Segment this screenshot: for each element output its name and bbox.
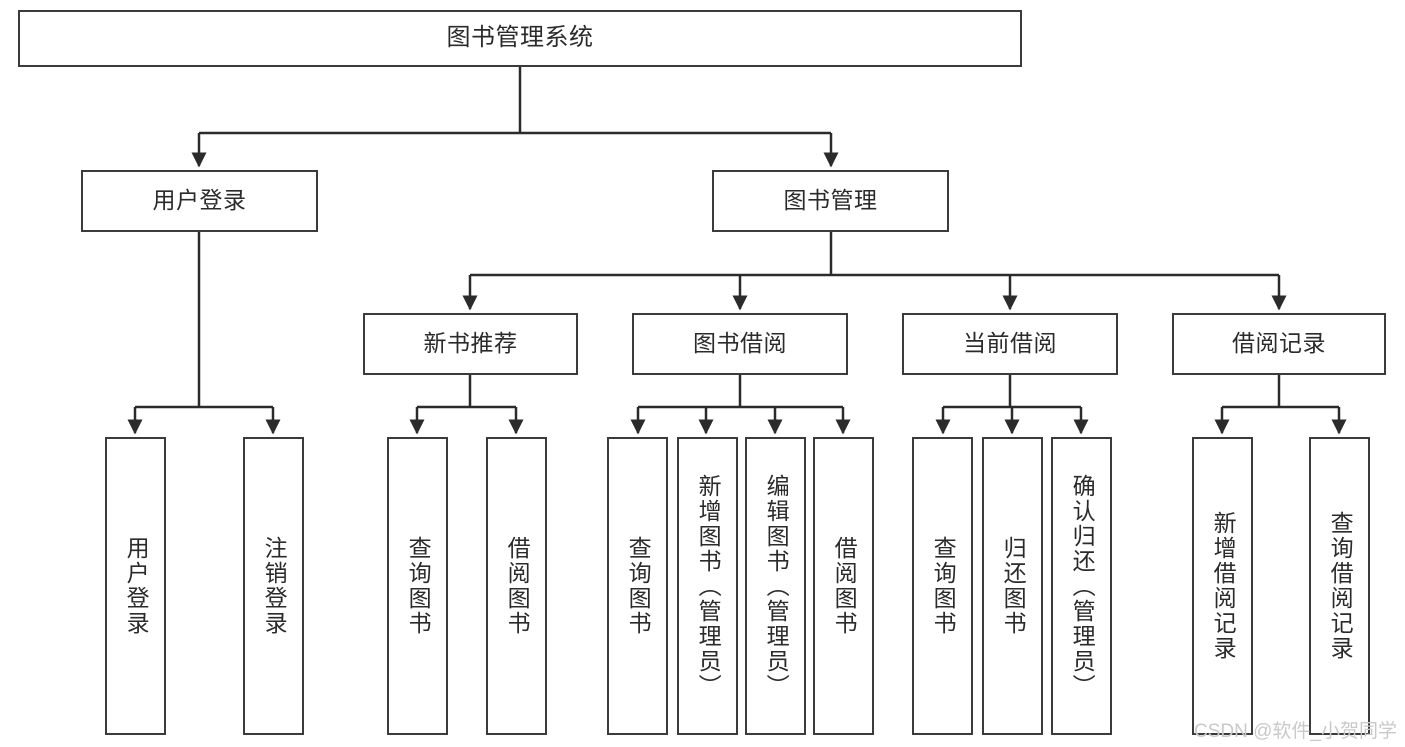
node-leaf-label: 查询图书 (405, 536, 432, 636)
node-leaf-label: 编辑图书（管理员） (763, 473, 790, 699)
node-root-book-management-system[interactable]: 图书管理系统 (18, 10, 1022, 67)
node-leaf-label: 用户登录 (123, 536, 150, 636)
node-book-management[interactable]: 图书管理 (712, 170, 949, 232)
node-current-borrow-label: 当前借阅 (963, 330, 1057, 357)
node-root-label: 图书管理系统 (446, 24, 594, 52)
node-leaf-book-borrow-query[interactable]: 查询图书 (607, 437, 668, 735)
node-leaf-label: 新增图书（管理员） (695, 473, 722, 699)
node-leaf-label: 确认归还（管理员） (1069, 473, 1096, 699)
node-new-book-recommend-label: 新书推荐 (423, 330, 518, 357)
node-leaf-label: 归还图书 (1000, 536, 1027, 636)
node-book-borrow-label: 图书借阅 (693, 330, 787, 357)
node-leaf-label: 新增借阅记录 (1210, 511, 1237, 661)
node-leaf-current-borrow-return[interactable]: 归还图书 (982, 437, 1043, 735)
node-borrow-record[interactable]: 借阅记录 (1172, 313, 1386, 375)
node-book-management-label: 图书管理 (783, 187, 878, 214)
node-leaf-label: 查询借阅记录 (1327, 511, 1354, 661)
node-leaf-borrow-record-add[interactable]: 新增借阅记录 (1192, 437, 1253, 735)
node-user-login-label: 用户登录 (152, 187, 247, 214)
node-leaf-new-book-query[interactable]: 查询图书 (387, 437, 448, 735)
node-leaf-current-borrow-confirm-return[interactable]: 确认归还（管理员） (1051, 437, 1112, 735)
node-new-book-recommend[interactable]: 新书推荐 (363, 313, 578, 375)
node-leaf-new-book-borrow[interactable]: 借阅图书 (486, 437, 547, 735)
node-leaf-label: 借阅图书 (831, 536, 858, 636)
node-leaf-label: 借阅图书 (504, 536, 531, 636)
node-leaf-label: 查询图书 (625, 536, 652, 636)
node-book-borrow[interactable]: 图书借阅 (632, 313, 848, 375)
node-user-login[interactable]: 用户登录 (81, 170, 318, 232)
node-leaf-label: 查询图书 (930, 536, 957, 636)
node-leaf-book-borrow-borrow[interactable]: 借阅图书 (813, 437, 874, 735)
node-leaf-current-borrow-query[interactable]: 查询图书 (912, 437, 973, 735)
node-leaf-user-login-logout[interactable]: 注销登录 (243, 437, 304, 735)
node-current-borrow[interactable]: 当前借阅 (902, 313, 1118, 375)
node-leaf-book-borrow-edit[interactable]: 编辑图书（管理员） (745, 437, 806, 735)
node-leaf-label: 注销登录 (261, 536, 288, 636)
node-borrow-record-label: 借阅记录 (1232, 330, 1326, 357)
node-leaf-user-login-login[interactable]: 用户登录 (105, 437, 166, 735)
node-leaf-borrow-record-query[interactable]: 查询借阅记录 (1309, 437, 1370, 735)
node-leaf-book-borrow-add[interactable]: 新增图书（管理员） (677, 437, 738, 735)
